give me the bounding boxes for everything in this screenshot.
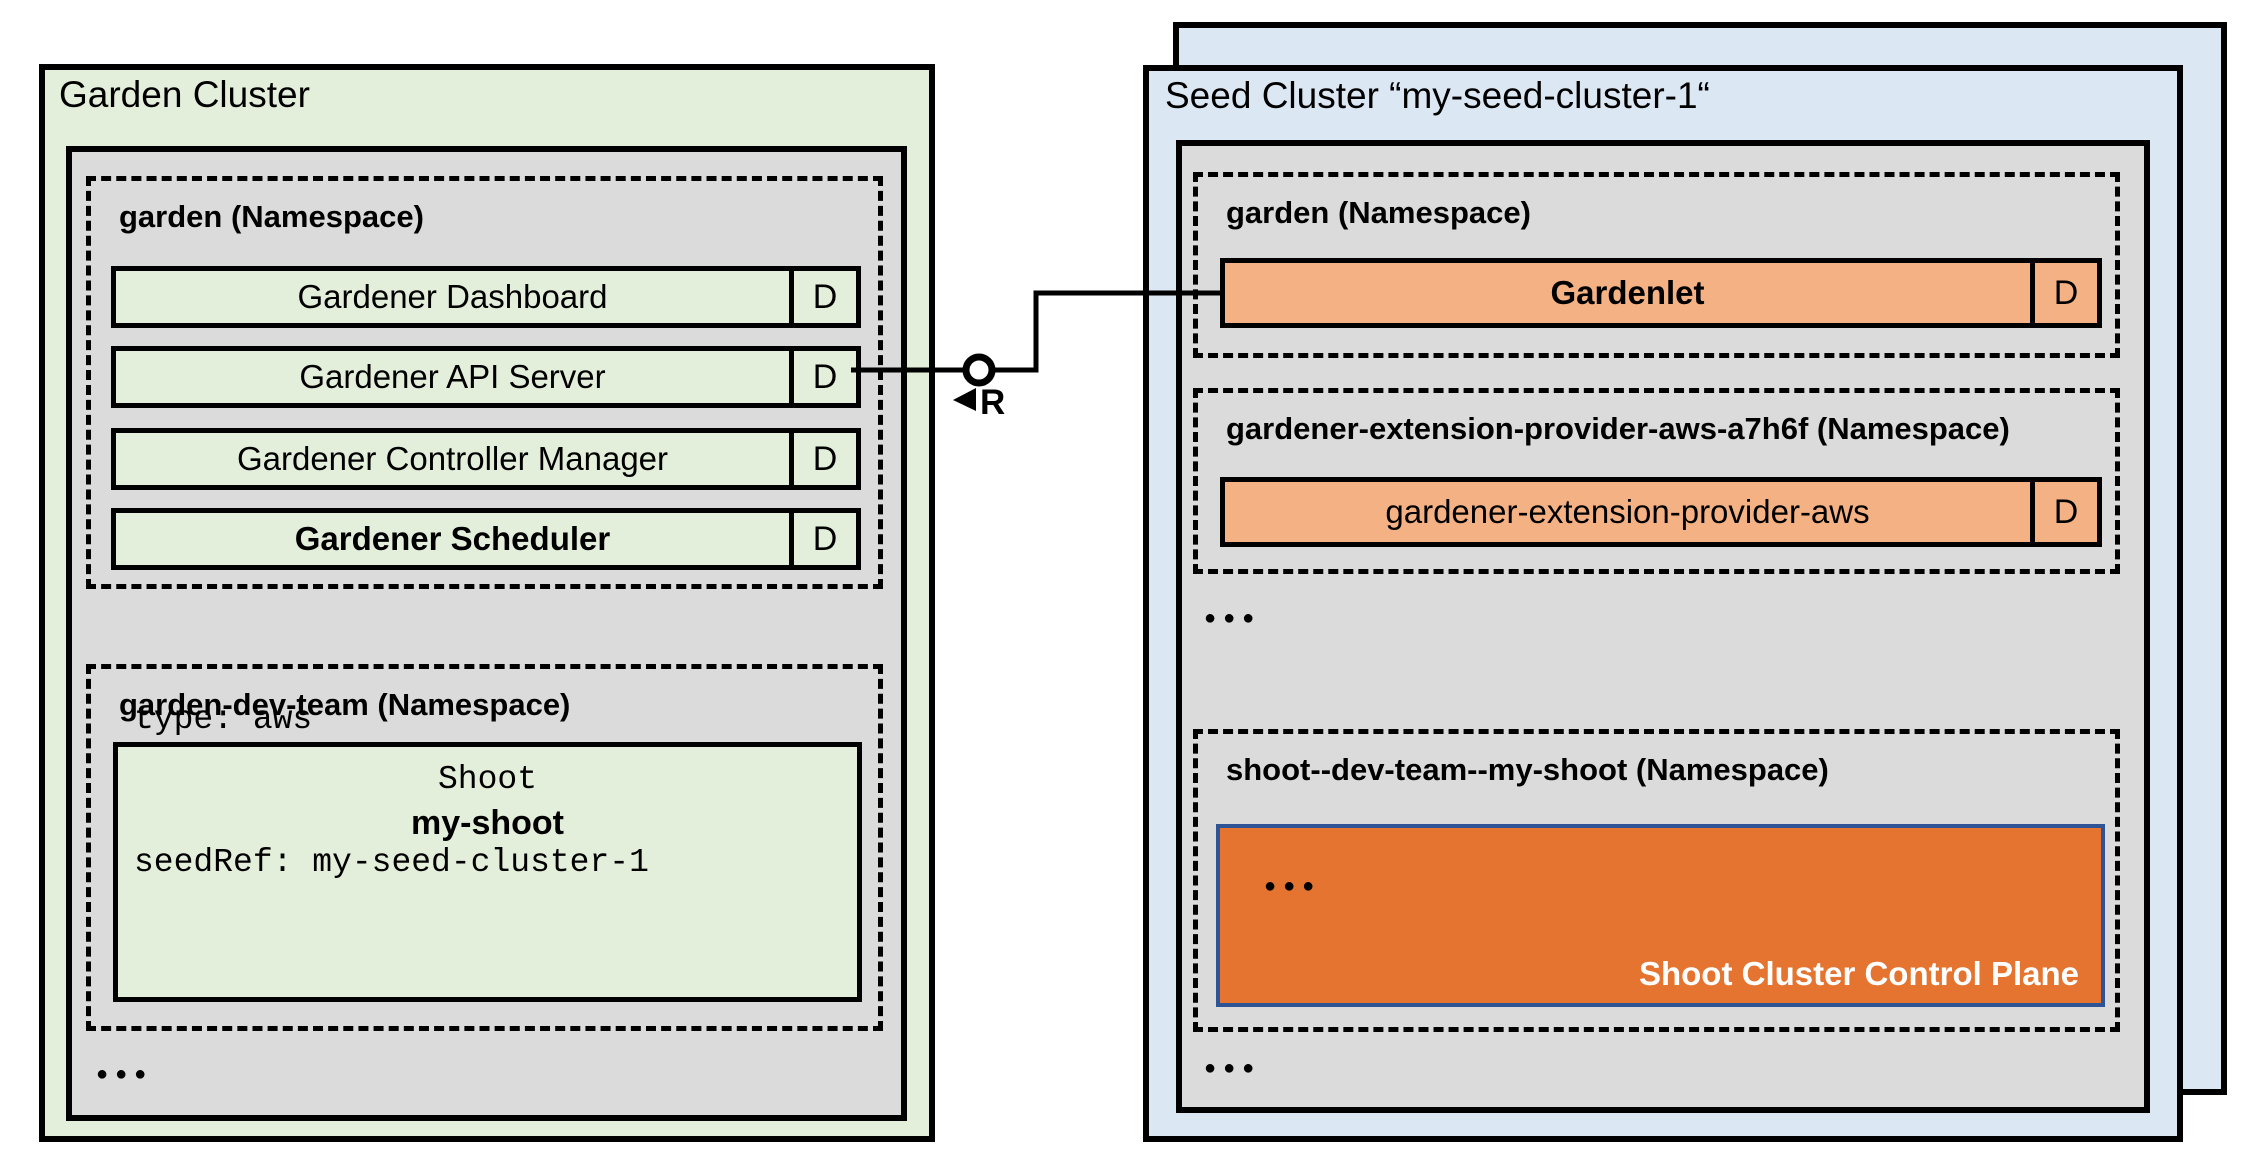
shoot-spec-type: type: aws — [134, 700, 313, 738]
component-gardener-controller-manager: Gardener Controller Manager D — [111, 428, 861, 490]
seed-cluster-title: Seed Cluster “my-seed-cluster-1“ — [1165, 75, 1710, 116]
garden-cluster-title: Garden Cluster — [59, 74, 310, 115]
seed-cluster-ellipsis-bottom: ●●● — [1204, 1057, 1262, 1079]
namespace-shoot-dev-team-my-shoot: shoot--dev-team--my-shoot (Namespace) ●●… — [1193, 729, 2120, 1032]
shoot-kind: Shoot — [437, 761, 538, 798]
component-name: Gardener Controller Manager — [236, 440, 669, 477]
deployment-badge: D — [789, 513, 856, 565]
deployment-badge: D — [789, 271, 856, 323]
garden-cluster-ellipsis: ●●● — [96, 1063, 154, 1085]
seed-cluster-ellipsis-mid: ●●● — [1204, 607, 1262, 629]
namespace-garden: garden (Namespace) Gardener Dashboard D … — [86, 176, 883, 589]
shoot-cluster-control-plane-box: ●●● Shoot Cluster Control Plane — [1216, 824, 2105, 1007]
component-gardener-dashboard: Gardener Dashboard D — [111, 266, 861, 328]
namespace-extension-provider-aws-label: gardener-extension-provider-aws-a7h6f (N… — [1226, 411, 2010, 446]
interface-direction-label: R — [980, 383, 1005, 422]
component-gardener-api-server: Gardener API Server D — [111, 346, 861, 408]
component-name: Gardenlet — [1550, 274, 1705, 311]
component-name: Gardener API Server — [299, 358, 606, 395]
garden-cluster-inner-container: garden (Namespace) Gardener Dashboard D … — [66, 146, 907, 1121]
component-gardenlet: Gardenlet D — [1220, 258, 2102, 328]
component-gardener-extension-provider-aws: gardener-extension-provider-aws D — [1220, 477, 2102, 547]
namespace-seed-garden-label: garden (Namespace) — [1226, 195, 1531, 230]
namespace-garden-dev-team-label: garden-dev-team (Namespace) — [119, 687, 571, 722]
shoot-spec-seedref: seedRef: my-seed-cluster-1 — [134, 844, 649, 882]
shoot-spec: type: aws seedRef: my-seed-cluster-1 — [134, 600, 649, 983]
namespace-garden-dev-team: garden-dev-team (Namespace) Shoot my-sho… — [86, 664, 883, 1031]
deployment-badge: D — [2030, 263, 2097, 323]
namespace-shoot-dev-team-my-shoot-label: shoot--dev-team--my-shoot (Namespace) — [1226, 752, 1829, 787]
namespace-extension-provider-aws: gardener-extension-provider-aws-a7h6f (N… — [1193, 388, 2120, 574]
garden-cluster-box: Garden Cluster garden (Namespace) Garden… — [39, 64, 935, 1142]
seed-cluster-box: Seed Cluster “my-seed-cluster-1“ garden … — [1143, 65, 2183, 1142]
seed-cluster-inner-container: garden (Namespace) Gardenlet D gardener-… — [1176, 140, 2150, 1113]
component-gardener-scheduler: Gardener Scheduler D — [111, 508, 861, 570]
control-plane-ellipsis: ●●● — [1264, 875, 1322, 897]
component-name: gardener-extension-provider-aws — [1385, 493, 1870, 530]
provided-interface-circle-icon — [962, 353, 996, 387]
component-name: Gardener Dashboard — [297, 278, 608, 315]
deployment-badge: D — [2030, 482, 2097, 542]
deployment-badge: D — [789, 433, 856, 485]
namespace-garden-label: garden (Namespace) — [119, 199, 424, 234]
shoot-name: my-shoot — [411, 804, 564, 842]
shoot-resource-card: Shoot my-shoot type: aws seedRef: my-see… — [113, 701, 862, 1002]
left-arrow-icon — [953, 388, 976, 411]
namespace-seed-garden: garden (Namespace) Gardenlet D — [1193, 172, 2120, 358]
deployment-badge: D — [789, 351, 856, 403]
component-name: Gardener Scheduler — [294, 520, 611, 557]
control-plane-label: Shoot Cluster Control Plane — [1638, 955, 2079, 992]
